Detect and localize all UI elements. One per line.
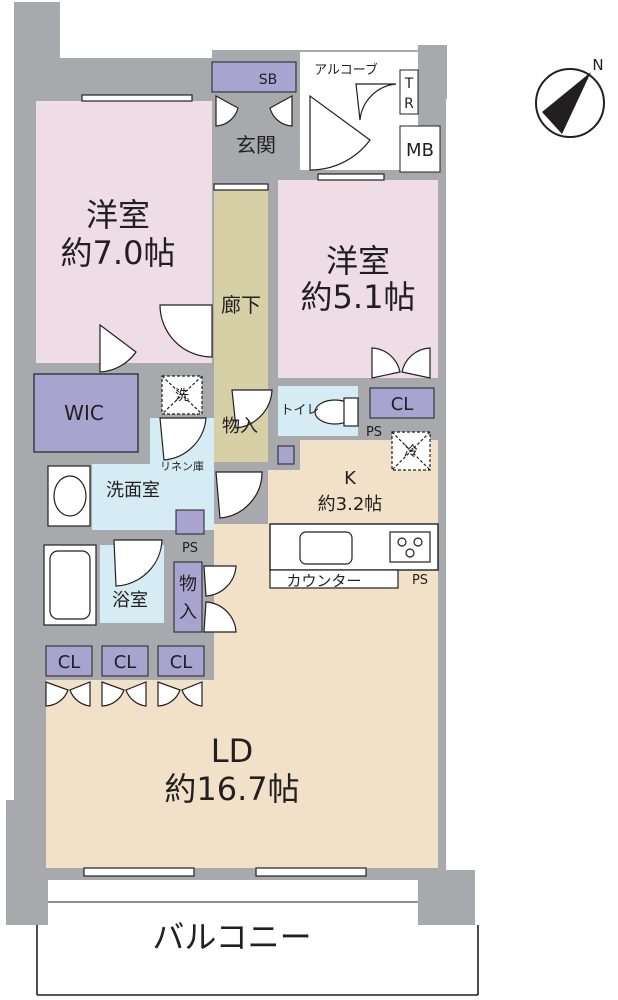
cl-low3-box	[157, 645, 205, 677]
mb-label: MB	[406, 140, 434, 161]
entrance-floor	[216, 128, 296, 180]
north-label: N	[592, 56, 603, 74]
cl-low2-label: CL	[114, 652, 137, 673]
counter-label: カウンター	[286, 572, 361, 590]
storage2-b-label: 入	[179, 602, 197, 623]
door-cl-low3-icon	[157, 681, 181, 707]
bedroom1-size: 約7.0帖	[61, 234, 176, 272]
linen-label: リネン庫	[160, 459, 204, 473]
door-cl-bed2b-icon	[401, 347, 431, 379]
burner-icon	[397, 537, 407, 547]
storage2-box	[173, 561, 203, 633]
windows	[81, 94, 385, 877]
sb-box	[211, 61, 297, 93]
cl-low1-label: CL	[58, 652, 81, 673]
alcove-label: アルコーブ	[314, 62, 378, 78]
window-bedroom2	[317, 173, 385, 181]
window-ld1	[83, 867, 195, 877]
bath-label: 浴室	[112, 590, 148, 611]
counter-bar-icon	[269, 569, 399, 589]
washer-x2	[161, 375, 203, 415]
window-hall	[213, 183, 269, 191]
fixtures	[43, 375, 431, 626]
mb-box	[399, 125, 441, 173]
storage1-box	[277, 445, 295, 465]
window-ld2	[255, 867, 367, 877]
bedroom2-size: 約5.1帖	[301, 278, 416, 316]
bedroom2-name: 洋室	[326, 242, 390, 280]
door-cl-bed2-icon	[371, 347, 401, 379]
door-entrance-icon	[309, 94, 371, 171]
door-cl-low2b-icon	[125, 681, 147, 707]
cl-low1-box	[45, 645, 93, 677]
door-bedroom1b-icon	[159, 304, 213, 358]
door-cl-low1-icon	[45, 681, 69, 707]
burner-icon	[413, 537, 423, 547]
ps3-label: PS	[412, 573, 428, 588]
kitchen-sink-icon	[299, 531, 353, 565]
door-cl-low3b-icon	[181, 681, 203, 707]
door-cl-low1b-icon	[69, 681, 91, 707]
cl-bed2-label: CL	[391, 394, 414, 415]
compass: N	[535, 56, 605, 138]
fridge-label: 冷	[404, 444, 418, 460]
kitchen-name: K	[344, 468, 357, 489]
washroom-label: 洗面室	[106, 480, 160, 501]
door-storage2-icon	[203, 565, 237, 597]
door-sb-icon	[215, 94, 239, 127]
kitchen-size: 約3.2帖	[318, 494, 383, 515]
doors	[45, 83, 431, 707]
north-arrow-icon	[542, 72, 591, 134]
door-washroom-icon	[159, 417, 207, 461]
door-sb2-icon	[269, 94, 293, 127]
door-bedroom1-icon	[99, 323, 137, 373]
window-bedroom1	[81, 94, 193, 102]
storage2-a-label: 物	[179, 574, 197, 595]
hallway-label: 廊下	[221, 293, 261, 317]
ps1-label: PS	[366, 425, 382, 440]
toilet-label: トイレ	[280, 403, 319, 418]
cl-low3-label: CL	[170, 652, 193, 673]
bedroom1-name: 洋室	[86, 196, 150, 234]
burner-icon	[405, 548, 415, 558]
stove-icon	[389, 531, 431, 563]
balcony-label: バルコニー	[152, 918, 311, 956]
storage1-label: 物入	[222, 416, 258, 437]
tr-r-label: R	[404, 96, 414, 112]
door-alcove-icon	[355, 83, 397, 121]
door-storage2b-icon	[203, 601, 237, 633]
ps2-label: PS	[182, 541, 198, 556]
ld-name: LD	[211, 732, 253, 770]
ld-size: 約16.7帖	[164, 770, 299, 808]
sb-label: SB	[259, 72, 278, 88]
entrance-label: 玄関	[236, 133, 276, 157]
bathtub-inner-icon	[49, 550, 91, 620]
linen-box	[175, 509, 205, 535]
fridge-x2	[391, 431, 431, 471]
wic-label: WIC	[64, 401, 104, 425]
cl-low2-box	[101, 645, 149, 677]
bedroom2-floor	[278, 180, 438, 378]
washer-label: 洗	[175, 388, 189, 404]
door-bath-icon	[113, 539, 163, 587]
door-ld-icon	[215, 471, 263, 519]
tr-box	[399, 69, 419, 115]
door-cl-low2-icon	[101, 681, 125, 707]
tr-t-label: T	[404, 76, 414, 92]
storage-boxes	[45, 61, 441, 677]
cl-bed2-box	[369, 387, 435, 419]
basin-bowl-icon	[53, 475, 87, 517]
toilet-tank-icon	[343, 397, 359, 427]
labels: 洋室 約7.0帖 洋室 約5.1帖 LD 約16.7帖 K 約3.2帖 玄関 廊…	[58, 62, 434, 956]
wic-floor	[33, 373, 139, 453]
door-toilet-icon	[231, 389, 273, 429]
